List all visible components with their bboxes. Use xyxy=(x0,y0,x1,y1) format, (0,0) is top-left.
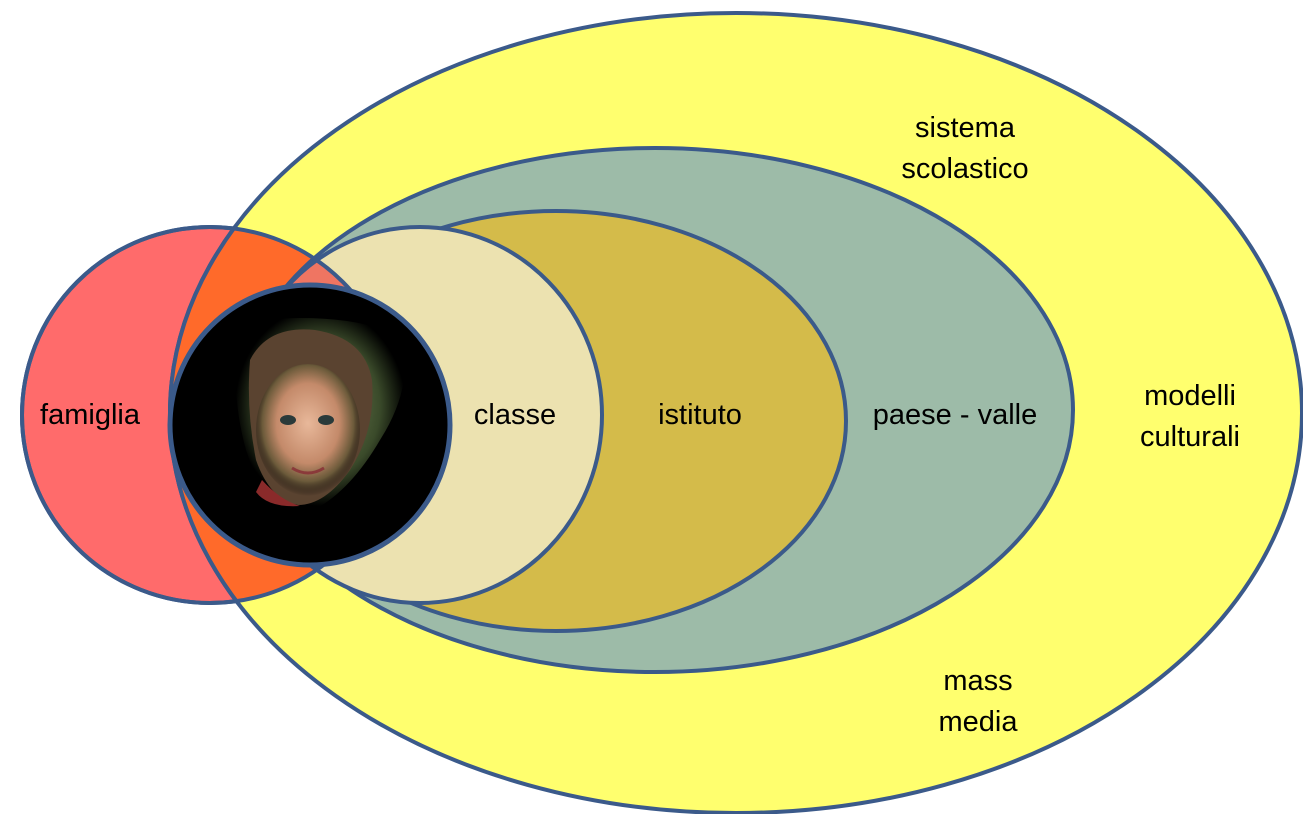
child-portrait-image xyxy=(235,318,406,516)
label-culturali: culturali xyxy=(1140,421,1240,453)
label-scolastico: scolastico xyxy=(901,153,1028,185)
label-classe: classe xyxy=(474,399,556,431)
label-mass: mass xyxy=(943,665,1012,697)
label-paese-valle: paese - valle xyxy=(873,399,1037,431)
label-famiglia: famiglia xyxy=(40,399,141,431)
label-istituto: istituto xyxy=(658,399,742,431)
label-media: media xyxy=(939,706,1019,738)
label-sistema: sistema xyxy=(915,112,1016,144)
label-modelli: modelli xyxy=(1144,380,1236,412)
